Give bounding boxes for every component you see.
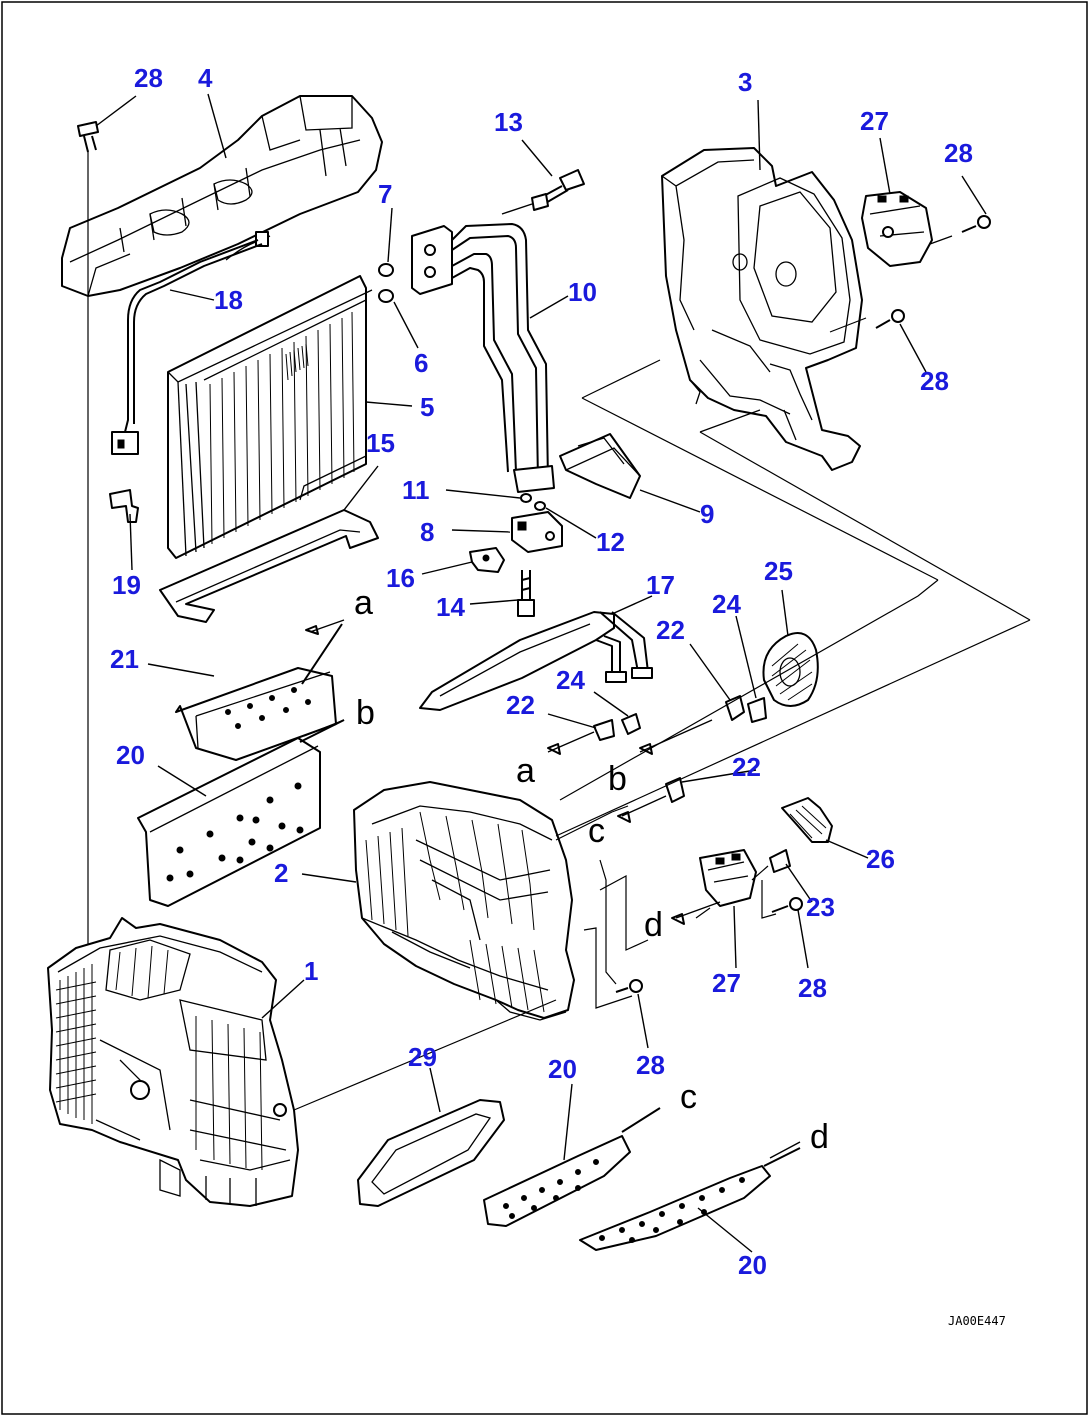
callout-27: 27 (712, 968, 741, 998)
callout-15: 15 (366, 428, 395, 458)
callout-26: 26 (866, 844, 895, 874)
part-17-duct (419, 611, 653, 711)
callout-2: 2 (274, 858, 288, 888)
connection-letter-a: a (516, 752, 535, 790)
callout-6: 6 (414, 348, 428, 378)
callout-16: 16 (386, 563, 415, 593)
part-5-evaporator (167, 275, 373, 559)
callout-28: 28 (134, 63, 163, 93)
connection-letter-c: c (680, 1078, 697, 1116)
callout-19: 19 (112, 570, 141, 600)
part-15-seal (159, 509, 379, 623)
part-28-screws (615, 215, 991, 993)
part-26-damper (781, 797, 833, 843)
part-27-actuator-upper (861, 191, 933, 267)
part-28-screw-top (77, 121, 99, 960)
callout-13: 13 (494, 107, 523, 137)
part-21-plate (175, 623, 343, 761)
connection-letter-labels: a b a b c d c d (354, 584, 829, 1156)
connection-letter-d: d (810, 1118, 829, 1156)
part-22-24-links (593, 695, 767, 803)
callout-18: 18 (214, 285, 243, 315)
connection-letter-c: c (588, 812, 605, 850)
callout-24: 24 (556, 665, 585, 695)
callout-28: 28 (798, 973, 827, 1003)
callout-28: 28 (920, 366, 949, 396)
connection-letter-d: d (644, 906, 663, 944)
callout-5: 5 (420, 392, 434, 422)
part-11-12-orings (520, 493, 546, 511)
part-20-plate-bottom (579, 1147, 801, 1251)
part-4-upper-duct (61, 95, 383, 297)
part-8-valve (511, 511, 563, 553)
part-16-clip (469, 547, 505, 573)
part-9-block (559, 433, 641, 499)
connection-letter-a: a (354, 584, 373, 622)
callout-1: 1 (304, 956, 318, 986)
part-27-actuator-lower (699, 849, 757, 907)
callout-27: 27 (860, 106, 889, 136)
assembly-guide-lines (293, 235, 1031, 1111)
callout-21: 21 (110, 644, 139, 674)
callout-9: 9 (700, 499, 714, 529)
callout-11: 11 (402, 475, 430, 505)
callout-25: 25 (764, 556, 793, 586)
callout-20: 20 (738, 1250, 767, 1280)
callout-23: 23 (806, 892, 835, 922)
callout-leader-lines (95, 93, 987, 1253)
part-18-harness (111, 239, 263, 455)
part-14-bolt (517, 570, 535, 617)
part-23-fastener (769, 849, 791, 873)
callout-24: 24 (712, 589, 741, 619)
part-13-bolt (501, 169, 585, 215)
callout-17: 17 (646, 570, 675, 600)
callout-28: 28 (636, 1050, 665, 1080)
callout-14: 14 (436, 592, 465, 622)
callout-20: 20 (116, 740, 145, 770)
drawing-code: JA00E447 (948, 1314, 1006, 1328)
callout-labels: 28 4 13 3 27 28 7 18 10 6 5 28 15 11 9 8… (110, 63, 973, 1280)
callout-10: 10 (568, 277, 597, 307)
callout-4: 4 (198, 63, 213, 93)
callout-12: 12 (596, 527, 625, 557)
part-1-lower-unit (47, 917, 299, 1207)
connection-letter-b: b (608, 760, 627, 798)
part-20-plate-center (483, 1107, 661, 1227)
callout-7: 7 (378, 179, 392, 209)
connection-arrows (303, 619, 801, 1159)
part-2-main-housing (353, 781, 575, 1021)
part-19-bracket (109, 489, 139, 523)
part-10-pipe (411, 223, 555, 493)
part-29-gasket (357, 1099, 505, 1207)
part-20-plate-left (137, 719, 345, 907)
callout-22: 22 (506, 690, 535, 720)
callout-8: 8 (420, 517, 434, 547)
callout-20: 20 (548, 1054, 577, 1084)
callout-3: 3 (738, 67, 752, 97)
callout-28: 28 (944, 138, 973, 168)
part-7-6-orings (378, 263, 394, 303)
part-25-damper (762, 632, 819, 707)
connection-letter-b: b (356, 694, 375, 732)
callout-22: 22 (732, 752, 761, 782)
part-3-housing (661, 147, 863, 471)
callout-22: 22 (656, 615, 685, 645)
callout-29: 29 (408, 1042, 437, 1072)
